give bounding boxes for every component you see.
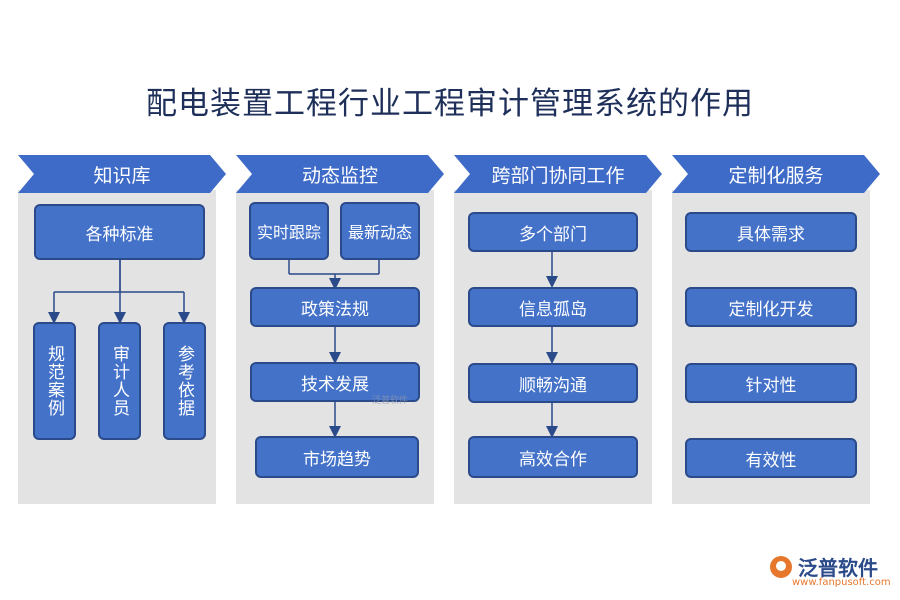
box-realtime-tracking: 实时跟踪 [249,202,329,260]
logo-icon [770,555,792,578]
column-header-monitoring: 动态监控 [236,155,444,193]
box-multiple-departments: 多个部门 [468,212,638,252]
column-header-knowledge: 知识库 [18,155,226,193]
page-title: 配电装置工程行业工程审计管理系统的作用 [146,86,754,122]
brand-logo: 泛普软件 [770,552,878,581]
box-latest-updates: 最新动态 [340,202,420,260]
logo-name: 泛普软件 [798,556,878,580]
box-tech-development: 技术发展 [250,362,420,402]
box-various-standards: 各种标准 [34,204,205,260]
box-effectiveness: 有效性 [685,438,857,478]
box-market-trends: 市场趋势 [255,436,419,478]
box-custom-development: 定制化开发 [685,287,857,327]
box-references: 参考依据 [163,322,206,440]
box-specific-needs: 具体需求 [685,212,857,252]
column-header-customization: 定制化服务 [672,155,880,193]
box-efficient-cooperation: 高效合作 [468,436,638,478]
box-standard-cases: 规范案例 [33,322,76,440]
watermark: 泛普软件 [372,396,409,406]
logo-url: www.fanpusoft.com [792,577,891,588]
box-targeted: 针对性 [685,363,857,403]
box-auditors: 审计人员 [98,322,141,440]
box-information-silos: 信息孤岛 [468,287,638,327]
column-header-collaboration: 跨部门协同工作 [454,155,662,193]
box-smooth-communication: 顺畅沟通 [468,363,638,403]
box-policies-regulations: 政策法规 [250,287,420,327]
